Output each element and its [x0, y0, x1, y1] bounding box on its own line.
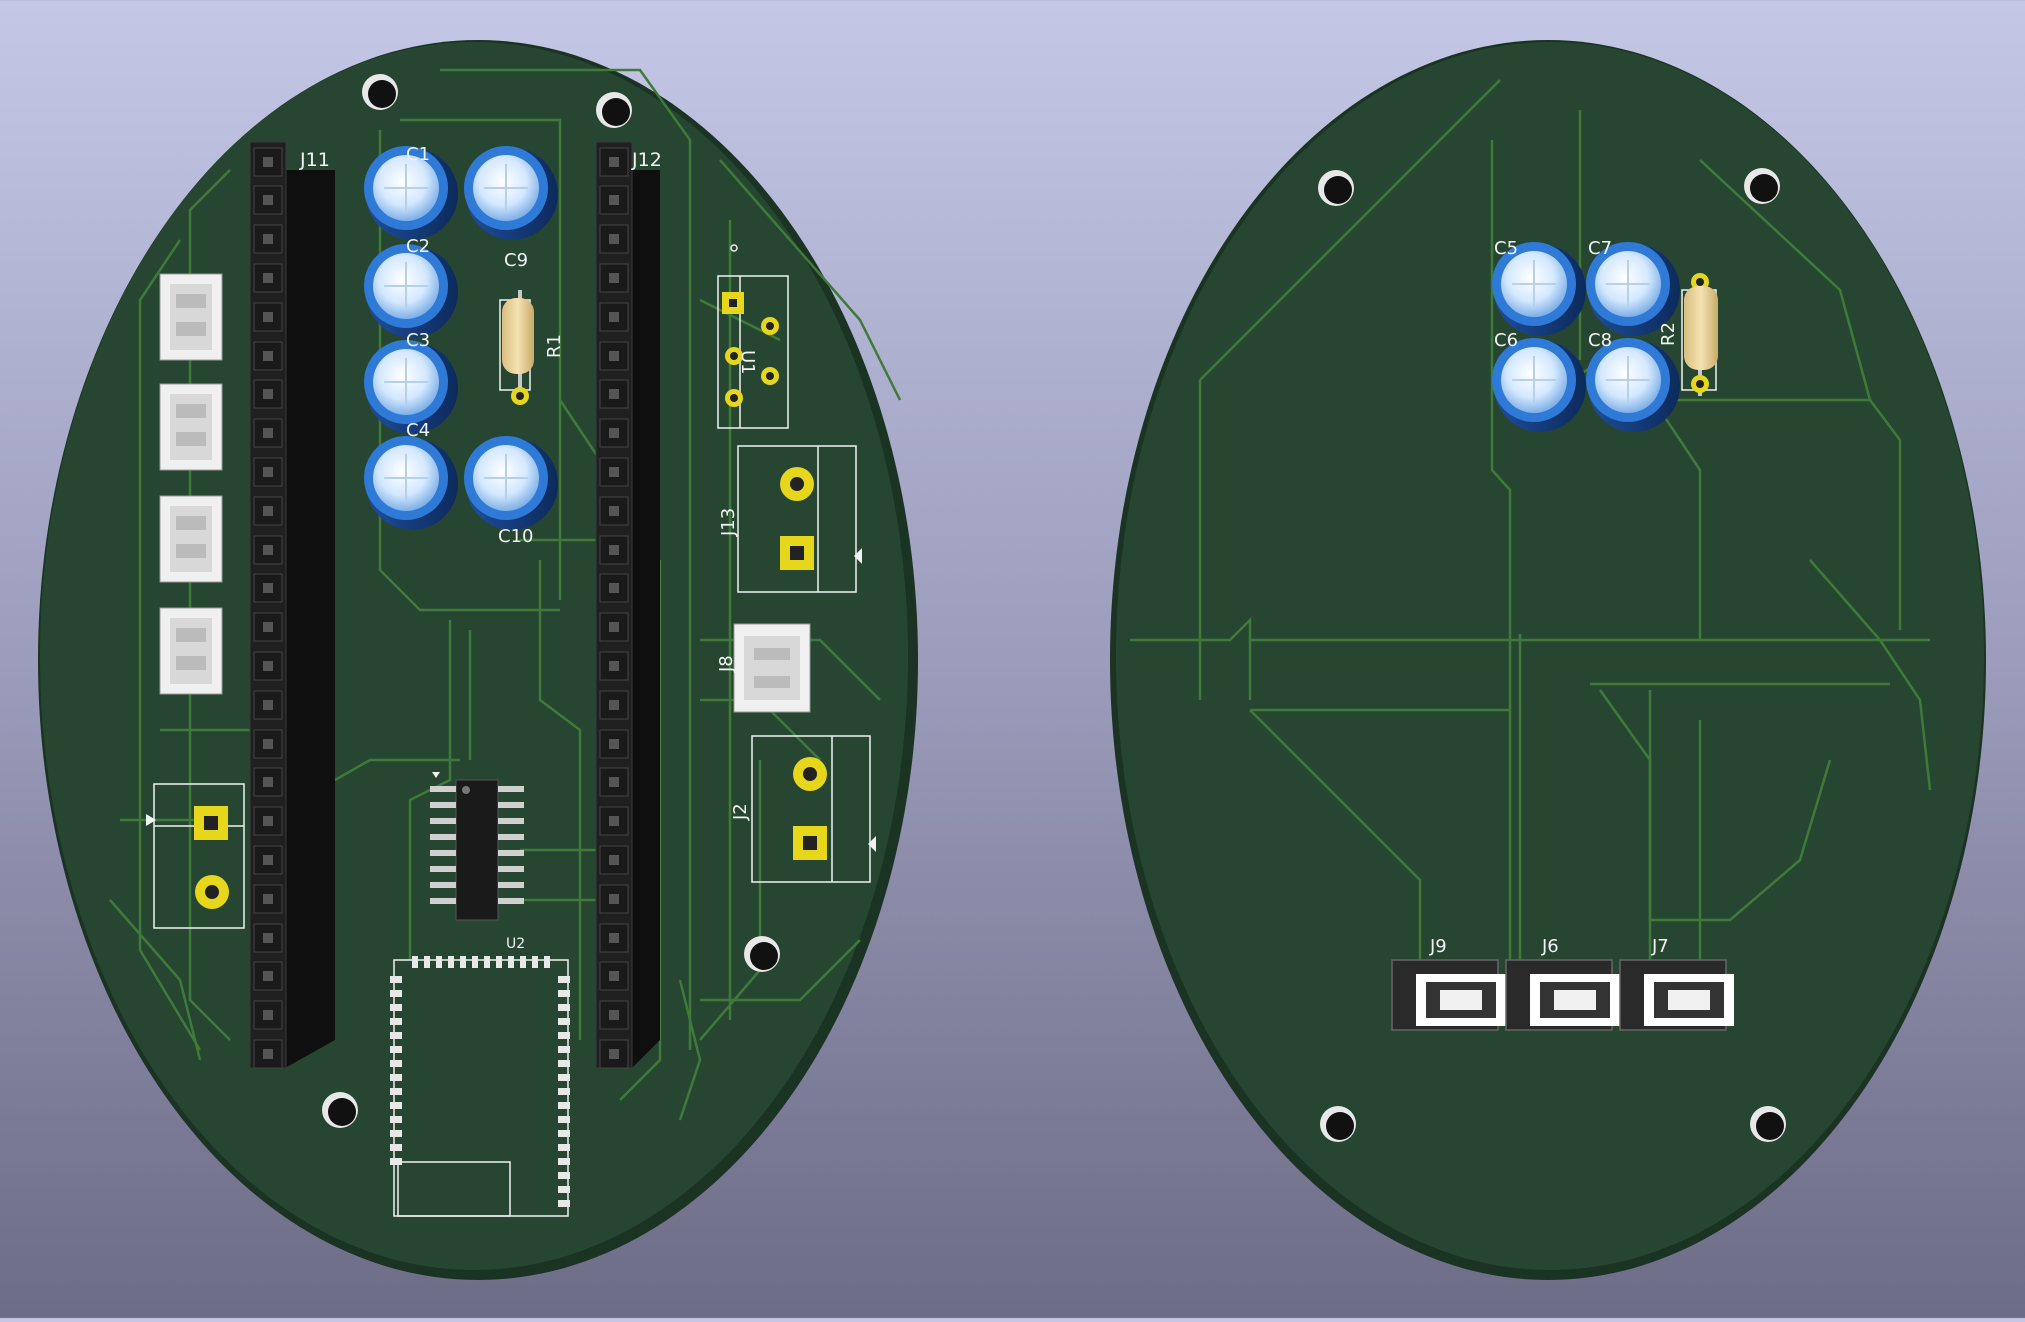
ref-j7: J7 — [1651, 936, 1669, 957]
ref-c6: C6 — [1494, 330, 1518, 351]
connector-j6[interactable] — [1505, 959, 1621, 1031]
ref-j2: J2 — [730, 803, 751, 821]
ref-u1: U1 — [737, 350, 758, 375]
ref-j8: J8 — [716, 655, 737, 673]
header-j12[interactable] — [595, 141, 660, 1069]
ref-j12: J12 — [631, 149, 662, 171]
connector-j9[interactable] — [1391, 959, 1507, 1031]
module-u2[interactable] — [390, 956, 570, 1217]
ref-c10: C10 — [498, 526, 533, 547]
ref-c1: C1 — [406, 144, 430, 165]
back-mount-holes — [1318, 168, 1786, 1142]
ref-j13: J13 — [718, 508, 739, 537]
ref-u2: U2 — [506, 936, 525, 952]
resistor-r1[interactable] — [499, 290, 534, 405]
terminal-j13[interactable] — [737, 445, 862, 593]
front-board[interactable]: J11 J12 C1 C9 C2 — [38, 40, 918, 1280]
connector-j8[interactable] — [733, 623, 811, 713]
ref-c8: C8 — [1588, 330, 1612, 351]
ref-j11: J11 — [299, 149, 330, 171]
ref-c5: C5 — [1494, 238, 1518, 259]
connector-j7[interactable] — [1619, 959, 1735, 1031]
resistor-r2[interactable] — [1681, 273, 1718, 396]
header-j11[interactable] — [249, 141, 335, 1069]
ic-soic[interactable] — [430, 772, 524, 921]
ref-c2: C2 — [406, 236, 430, 257]
ref-c7: C7 — [1588, 238, 1612, 259]
back-board[interactable]: C5 C7 C6 C8 R2 J9 J6 J7 — [1110, 40, 1986, 1280]
terminal-j2[interactable] — [751, 735, 876, 883]
ref-j6: J6 — [1541, 936, 1559, 957]
ref-c3: C3 — [406, 330, 430, 351]
ref-r1: R1 — [544, 334, 565, 358]
terminal-left[interactable] — [146, 783, 245, 929]
ref-r2: R2 — [1658, 322, 1679, 346]
regulator-u1[interactable] — [717, 244, 789, 429]
ref-c4: C4 — [406, 420, 430, 441]
ref-j9: J9 — [1429, 936, 1447, 957]
front-mount-holes — [322, 74, 780, 1128]
ref-c9: C9 — [504, 250, 528, 271]
